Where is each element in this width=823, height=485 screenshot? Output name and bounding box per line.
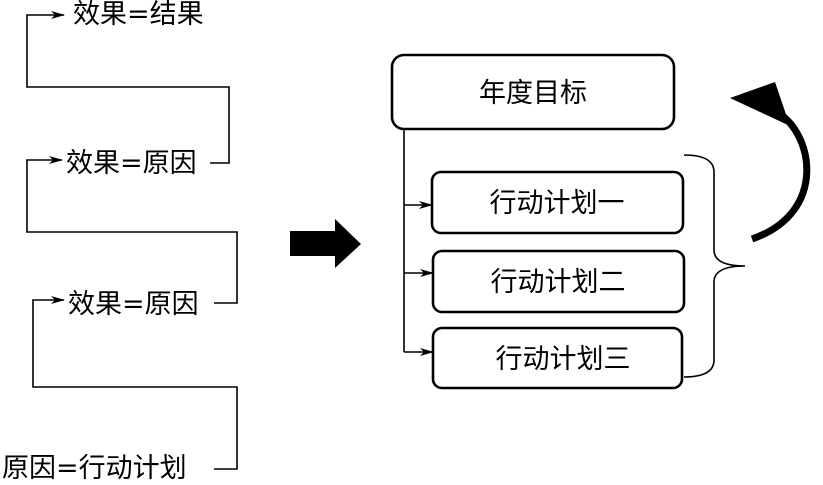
- annual-goal-label: 年度目标: [479, 78, 587, 109]
- chain-step-cause-action-plan: 原因=行动计划: [2, 453, 187, 484]
- grouping-brace: [683, 154, 746, 378]
- chain-step-effect-cause-1: 效果=原因: [66, 148, 197, 179]
- action-plan-label-1: 行动计划一: [490, 188, 625, 219]
- chain-step-effect-cause-2: 效果=原因: [68, 289, 199, 320]
- action-plan-label-3: 行动计划三: [496, 344, 631, 375]
- annual-goal-box: [390, 53, 676, 131]
- chain-step-effect-result: 效果=结果: [73, 0, 204, 30]
- right-arrow-icon: [290, 219, 361, 268]
- curved-arrow-icon: [730, 82, 811, 243]
- chain-connector-2: [26, 156, 238, 304]
- action-plan-box-2: [431, 249, 686, 314]
- action-plan-label-2: 行动计划二: [491, 267, 626, 298]
- chain-connector-3: [32, 296, 238, 470]
- causal-chain: 效果=结果 效果=原因 效果=原因 原因=行动计划: [2, 0, 238, 484]
- chain-connector-1: [26, 11, 230, 164]
- goal-tree: 年度目标 行动计划一 行动计划二 行动计划三: [390, 53, 811, 390]
- action-plan-box-3: [431, 326, 684, 390]
- action-plan-box-1: [430, 170, 685, 235]
